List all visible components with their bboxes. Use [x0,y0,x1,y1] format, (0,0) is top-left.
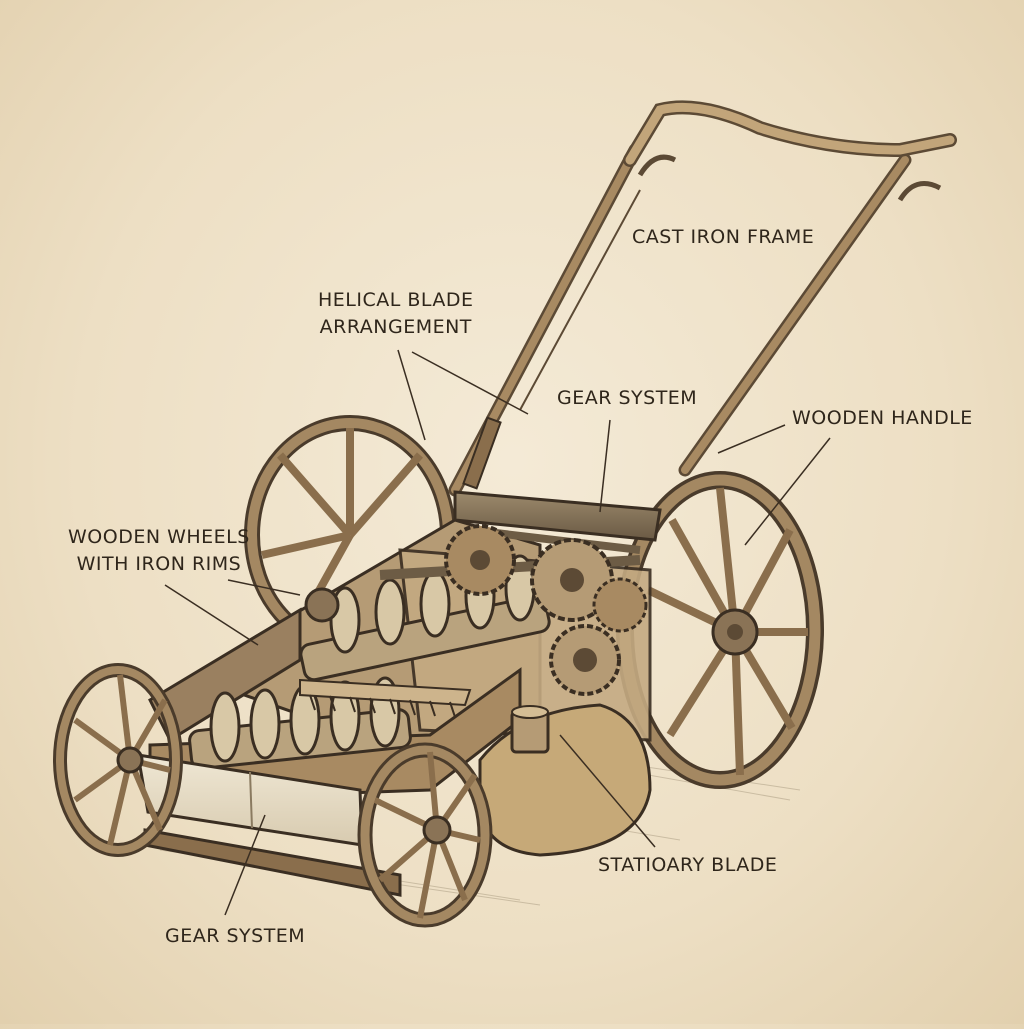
label-helical-line-2: ARRANGEMENT [319,316,472,338]
label-helical-blade-arrangement: HELICAL BLADE ARRANGEMENT [318,287,474,341]
leader-wooden-handle-1 [717,424,786,454]
wooden-handle [448,100,957,497]
leader-wheels-2 [164,584,259,646]
label-wooden-handle: WOODEN HANDLE [792,407,973,429]
leader-gear-top [599,419,611,513]
label-wheels-line-1: WOODEN WHEELS [68,526,250,548]
label-wheels-line-2: WITH IRON RIMS [76,553,242,575]
leader-lines [164,349,831,916]
label-wooden-wheels: WOODEN WHEELS WITH IRON RIMS [68,524,250,578]
label-stationary-blade: STATIOARY BLADE [598,854,778,876]
leader-wheels-1 [227,579,301,596]
leader-stationary [559,734,656,848]
leader-helical-1 [397,349,426,441]
label-cast-iron-frame: CAST IRON FRAME [632,226,815,248]
front-left-wheel [53,663,183,857]
leader-wooden-handle-2 [744,437,831,546]
gear-system [304,524,648,696]
stationary-blade [478,703,652,857]
label-helical-line-1: HELICAL BLADE [318,289,474,311]
label-gear-system-top: GEAR SYSTEM [557,387,698,409]
leader-gear-bottom [224,814,266,916]
cutter-teeth [299,678,472,718]
label-gear-system-bottom: GEAR SYSTEM [165,925,306,947]
leader-helical-2 [411,351,529,415]
front-right-wheel [357,742,493,928]
